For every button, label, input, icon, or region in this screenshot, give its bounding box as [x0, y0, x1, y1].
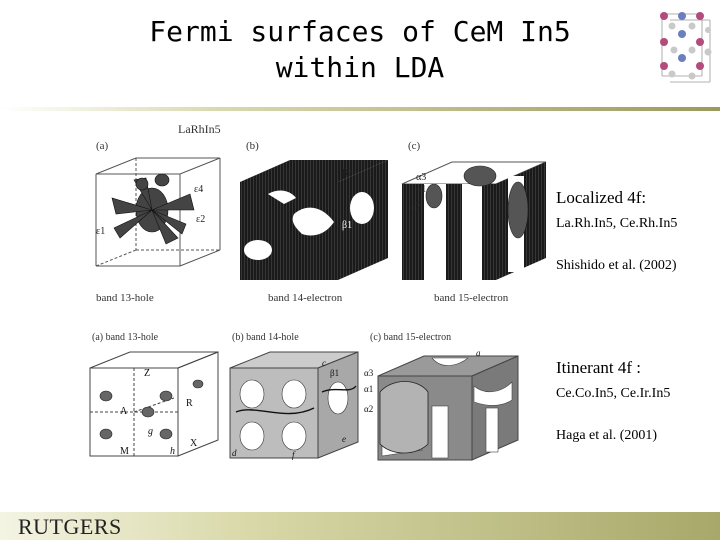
itinerant-heading: Itinerant 4f : [556, 358, 641, 377]
fermi-surface-band15-electron-bottom: α3 α1 α2 a [364, 348, 519, 461]
footer-bar [0, 512, 720, 540]
point-label-a-orbit: a [476, 348, 481, 358]
fermi-surface-band15-electron-top: α3 α1 α2 [401, 161, 547, 280]
localized-heading: Localized 4f: [556, 188, 647, 207]
point-label-e: e [342, 434, 346, 444]
point-label-beta1: β1 [330, 368, 339, 378]
localized-compounds: La.Rh.In5, Ce.Rh.In5 [556, 216, 678, 231]
fermi-surface-band13-hole-top: ε4 ε2 ε1 [95, 157, 221, 267]
crystal-structure-image [660, 12, 712, 83]
point-label-alpha1: α1 [364, 384, 373, 394]
orbit-label-e2: ε2 [196, 214, 205, 225]
top-caption-band14: band 14-electron [268, 292, 343, 304]
point-label-f: f [292, 450, 296, 460]
header-divider [0, 107, 720, 111]
fermi-surface-band14-hole-bottom: c β1 f d e [229, 351, 359, 460]
orbit-label-b1: β1 [342, 220, 352, 231]
orbit-label-e4: ε4 [194, 184, 203, 195]
itinerant-compounds: Ce.Co.In5, Ce.Ir.In5 [556, 386, 671, 401]
point-label-d: d [232, 448, 237, 458]
point-label-r: R [186, 398, 193, 409]
point-label-g: g [148, 426, 153, 437]
point-label-x: X [190, 438, 198, 449]
orbit-label-a1: α1 [416, 184, 426, 195]
orbit-label-e1: ε1 [96, 226, 105, 237]
fermi-surface-band13-hole-bottom: Z A R M X g h [89, 351, 219, 457]
bottom-panel-label-a: (a) band 13-hole [92, 332, 159, 343]
top-panel-label-b: (b) [246, 140, 259, 152]
point-label-c: c [322, 358, 326, 368]
orbit-label-a2: α2 [410, 202, 420, 213]
itinerant-reference: Haga et al. (2001) [556, 428, 658, 443]
top-panel-label-c: (c) [408, 140, 421, 152]
fermi-surface-band14-electron-top: β2 β1 [240, 160, 388, 280]
orbit-label-a3: α3 [416, 172, 426, 183]
point-label-z: Z [144, 368, 150, 379]
localized-reference: Shishido et al. (2002) [556, 258, 677, 273]
point-label-alpha3: α3 [364, 368, 374, 378]
bottom-panel-label-b: (b) band 14-hole [232, 332, 299, 343]
title-line-1: Fermi surfaces of CeM In5 [149, 15, 571, 48]
orbit-label-b2: β2 [342, 168, 352, 179]
bottom-panel-label-c: (c) band 15-electron [370, 332, 452, 343]
top-figure-heading: LaRhIn5 [178, 122, 221, 136]
rutgers-logo: RUTGERS [18, 514, 122, 539]
point-label-a-point: A [120, 406, 128, 417]
point-label-alpha2: α2 [364, 404, 373, 414]
top-caption-band15: band 15-electron [434, 292, 509, 304]
top-caption-band13: band 13-hole [96, 292, 154, 304]
point-label-m: M [120, 446, 129, 457]
slide-title: Fermi surfaces of CeM In5 within LDA [0, 14, 720, 86]
title-line-2: within LDA [275, 51, 445, 84]
top-panel-label-a: (a) [96, 140, 109, 152]
point-label-h: h [170, 446, 175, 457]
top-figure: LaRhIn5 (a) (b) (c) ε4 ε2 ε1 [90, 118, 550, 308]
bottom-figure: (a) band 13-hole (b) band 14-hole (c) ba… [86, 332, 536, 462]
